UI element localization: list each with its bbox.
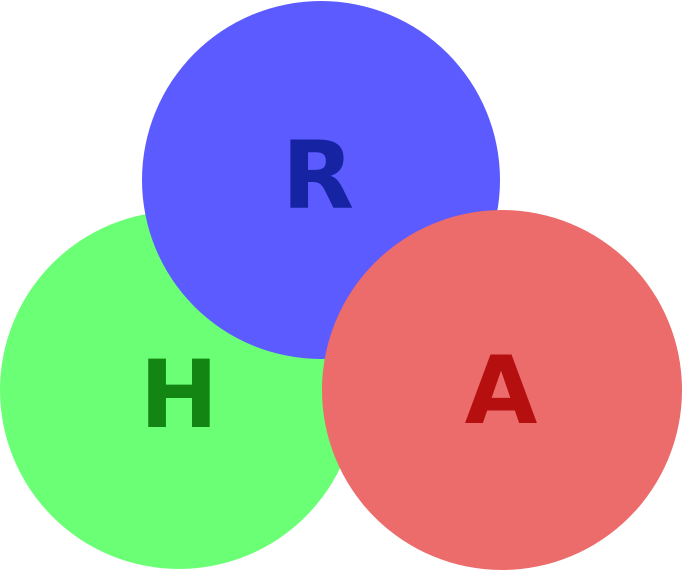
circle-a-label: A [465, 337, 538, 446]
circle-h-label: H [140, 341, 219, 450]
circle-r-label: R [282, 122, 354, 231]
circle-a [322, 210, 682, 570]
circle-a-group: A [322, 210, 682, 570]
